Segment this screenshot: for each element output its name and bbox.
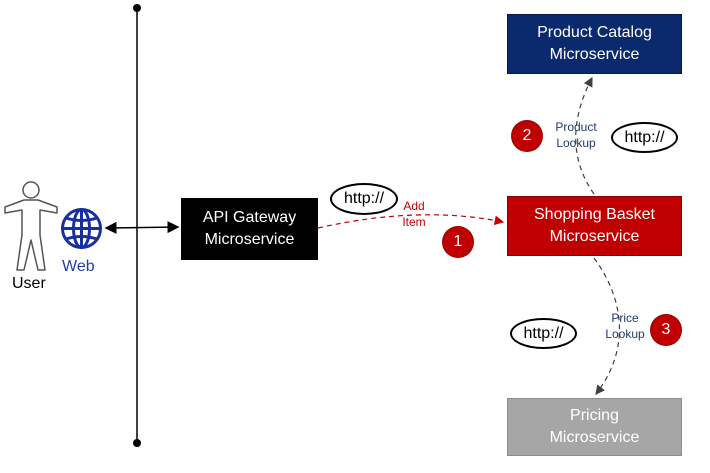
product-catalog-title: Product Catalog xyxy=(537,24,652,41)
api-gateway-title: API Gateway xyxy=(202,209,297,226)
product-lookup-arrow xyxy=(575,76,595,195)
pricing-subtitle: Microservice xyxy=(549,429,640,446)
step-badge-3: 3 xyxy=(651,315,681,345)
product-lookup-label: Product Lookup xyxy=(549,119,603,151)
http-bubble-add-item: http:// xyxy=(330,183,398,215)
shopping-basket-title: Shopping Basket xyxy=(534,206,655,223)
add-item-label-line2: Item xyxy=(402,215,426,229)
product-lookup-label-line2: Lookup xyxy=(556,136,596,150)
web-label: Web xyxy=(62,258,95,275)
step-badge-1: 1 xyxy=(443,227,473,257)
http-bubble-price-lookup: http:// xyxy=(510,318,577,349)
price-lookup-arrow xyxy=(593,257,621,395)
add-item-arrow xyxy=(317,214,505,229)
price-lookup-label-line1: Price xyxy=(611,311,639,325)
shopping-basket-subtitle: Microservice xyxy=(549,228,640,245)
step-badge-2: 2 xyxy=(512,121,542,151)
add-item-label: Add Item xyxy=(398,198,430,230)
http-bubble-product-lookup: http:// xyxy=(611,122,678,153)
product-catalog-subtitle: Microservice xyxy=(549,46,640,63)
globe-icon xyxy=(61,208,102,249)
pricing-service: Pricing Microservice xyxy=(507,398,682,456)
price-lookup-label: Price Lookup xyxy=(601,310,649,342)
product-catalog-service: Product Catalog Microservice xyxy=(507,14,682,74)
product-lookup-label-line1: Product xyxy=(555,120,597,134)
web-gateway-arrow xyxy=(104,221,180,234)
pricing-title: Pricing xyxy=(570,407,619,424)
price-lookup-label-line2: Lookup xyxy=(605,327,645,341)
api-gateway-subtitle: Microservice xyxy=(204,231,295,248)
boundary-bottom-dot xyxy=(133,439,141,447)
user-icon xyxy=(4,181,58,271)
boundary-top-dot xyxy=(133,4,141,12)
api-gateway-service: API Gateway Microservice xyxy=(181,198,318,260)
user-label: User xyxy=(12,275,46,292)
shopping-basket-service: Shopping Basket Microservice xyxy=(507,196,682,256)
add-item-label-line1: Add xyxy=(403,199,425,213)
